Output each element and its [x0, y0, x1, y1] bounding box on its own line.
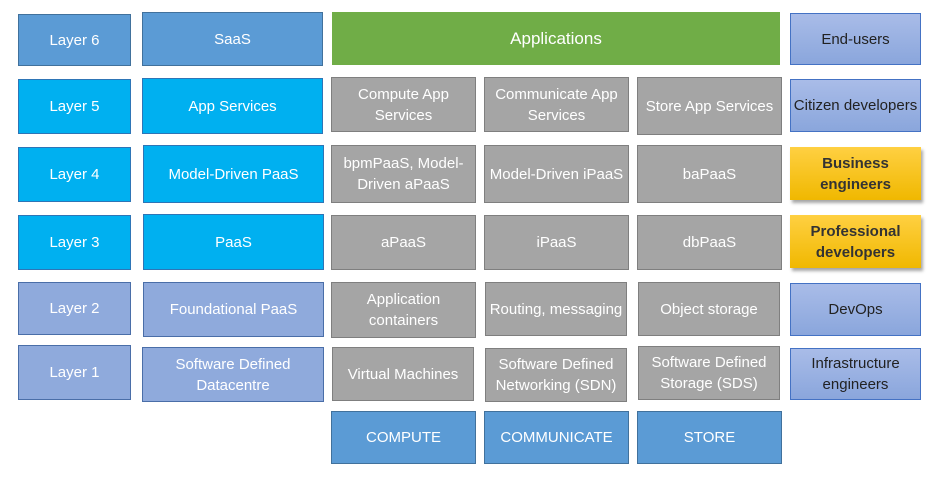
- devops-box: DevOps: [790, 283, 921, 336]
- dbpaas-box: dbPaaS: [637, 215, 782, 270]
- layer-6-label: Layer 6: [18, 14, 131, 66]
- object-storage-box: Object storage: [638, 282, 780, 336]
- ipaas-box: iPaaS: [484, 215, 629, 270]
- communicate-pillar: COMMUNICATE: [484, 411, 629, 464]
- app-services-box: App Services: [142, 78, 323, 134]
- end-users-box: End-users: [790, 13, 921, 65]
- store-app-services: Store App Services: [637, 77, 782, 135]
- foundational-paas-box: Foundational PaaS: [143, 282, 324, 337]
- layer-2-label: Layer 2: [18, 282, 131, 335]
- applications-box: Applications: [332, 12, 780, 65]
- compute-pillar: COMPUTE: [331, 411, 476, 464]
- bapaas-box: baPaaS: [637, 145, 782, 203]
- layer-4-label: Layer 4: [18, 147, 131, 202]
- citizen-developers-box: Citizen developers: [790, 79, 921, 132]
- compute-app-services: Compute App Services: [331, 77, 476, 132]
- store-pillar: STORE: [637, 411, 782, 464]
- layer-3-label: Layer 3: [18, 215, 131, 270]
- communicate-app-services: Communicate App Services: [484, 77, 629, 132]
- routing-messaging-box: Routing, messaging: [485, 282, 627, 336]
- bpmpaas-box: bpmPaaS, Model-Driven aPaaS: [331, 145, 476, 203]
- paas-box: PaaS: [143, 214, 324, 270]
- sds-box: Software Defined Storage (SDS): [638, 346, 780, 400]
- professional-developers-box: Professional developers: [790, 215, 921, 268]
- model-driven-ipaas-box: Model-Driven iPaaS: [484, 145, 629, 203]
- business-engineers-box: Business engineers: [790, 147, 921, 200]
- apaas-box: aPaaS: [331, 215, 476, 270]
- saas-box: SaaS: [142, 12, 323, 66]
- application-containers-box: Application containers: [331, 282, 476, 338]
- infrastructure-engineers-box: Infrastructure engineers: [790, 348, 921, 400]
- layer-1-label: Layer 1: [18, 345, 131, 400]
- sdn-box: Software Defined Networking (SDN): [485, 348, 627, 402]
- virtual-machines-box: Virtual Machines: [332, 347, 474, 401]
- software-defined-datacentre-box: Software Defined Datacentre: [142, 347, 324, 402]
- layer-5-label: Layer 5: [18, 79, 131, 134]
- model-driven-paas-box: Model-Driven PaaS: [143, 145, 324, 203]
